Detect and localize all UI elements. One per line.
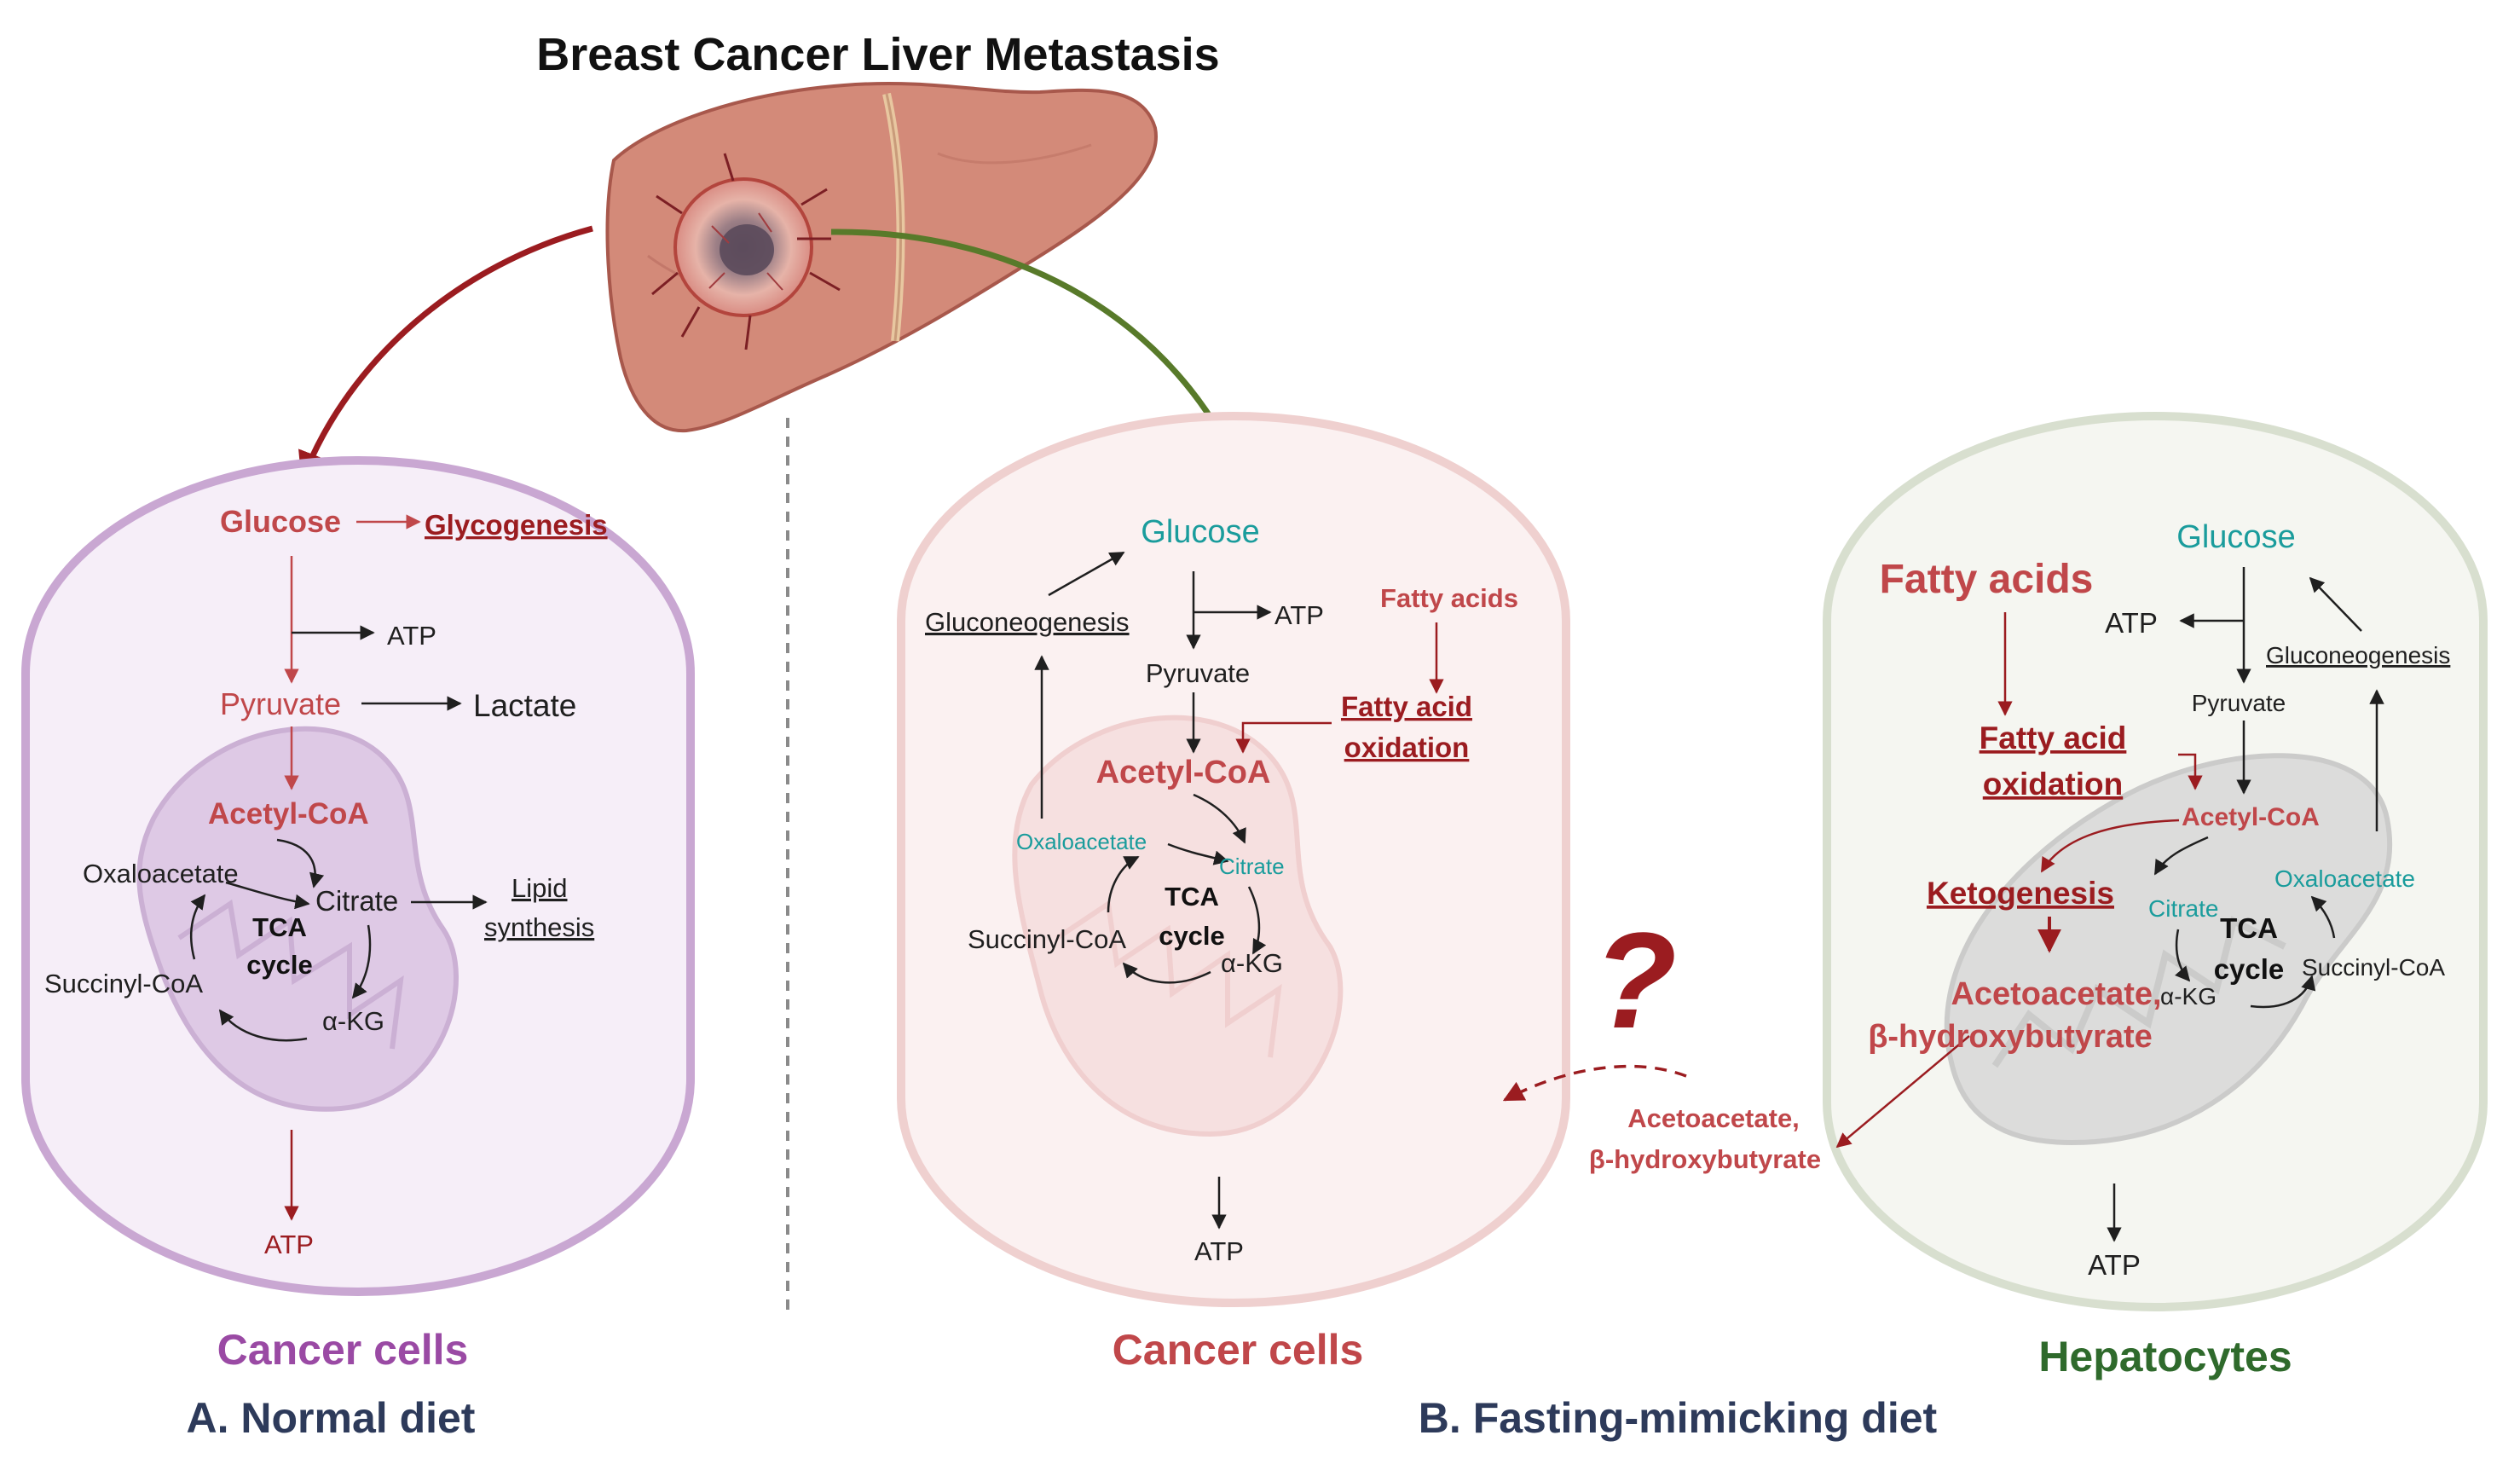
gluconeogenesis-label-h: Gluconeogenesis [2266, 642, 2450, 668]
pyruvate-label-a: Pyruvate [220, 686, 341, 721]
panel-b-cancer-pathway [1034, 551, 1444, 1230]
ketone-release-arrow [1835, 1035, 1970, 1149]
succinyl-coa-label-a: Succinyl-CoA [44, 969, 203, 998]
akg-label-h: α-KG [2160, 983, 2217, 1010]
hepatocyte-labels: Fatty acids Glucose ATP Gluconeogenesis … [1868, 519, 2450, 1281]
ketone-label-1-mid: Acetoacetate, [1627, 1103, 1800, 1133]
tca-label-a: TCA [252, 912, 307, 942]
ketone-label-1-h: Acetoacetate, [1951, 976, 2161, 1012]
cell-label-b-cancer: Cancer cells [1113, 1326, 1364, 1374]
pyruvate-label-h: Pyruvate [2192, 690, 2286, 716]
atp-top-label-b: ATP [1274, 600, 1324, 630]
mitochondrion-a [136, 726, 459, 1112]
panel-a-pathway [189, 514, 488, 1221]
fatty-acids-label-h: Fatty acids [1880, 557, 2094, 602]
atp-bottom-label-h: ATP [2088, 1249, 2141, 1281]
lactate-label-a: Lactate [473, 688, 576, 723]
succinyl-coa-label-h: Succinyl-CoA [2302, 954, 2445, 981]
glucose-label-b: Glucose [1141, 514, 1259, 550]
fao-label-2-b: oxidation [1344, 732, 1470, 763]
atp-bottom-label-b: ATP [1194, 1236, 1244, 1266]
lipid-label-a: Lipid [512, 873, 568, 903]
citrate-label-a: Citrate [315, 885, 398, 917]
citrate-label-b: Citrate [1219, 854, 1285, 879]
oxaloacetate-label-a: Oxaloacetate [83, 859, 239, 888]
ketone-label-2-mid: β-hydroxybutyrate [1589, 1144, 1821, 1174]
ketone-uptake-arrow [1502, 1064, 1687, 1102]
tca-label-h: TCA [2220, 912, 2278, 944]
fatty-acids-label-b: Fatty acids [1380, 583, 1518, 613]
fao-label-2-h: oxidation [1983, 767, 2123, 802]
cycle-label-b: cycle [1159, 921, 1225, 951]
gluconeogenesis-label-b: Gluconeogenesis [925, 607, 1130, 637]
ketone-transfer: ? Acetoacetate, β-hydroxybutyrate [1502, 904, 1970, 1174]
acetyl-coa-label-a: Acetyl-CoA [208, 797, 369, 830]
pyruvate-label-b: Pyruvate [1146, 658, 1250, 688]
akg-label-a: α-KG [322, 1006, 384, 1036]
cell-label-a: Cancer cells [217, 1326, 469, 1374]
panel-b-cancer-labels: Glucose Gluconeogenesis ATP Pyruvate Fat… [925, 514, 1518, 1266]
tca-label-b: TCA [1165, 882, 1219, 912]
question-mark: ? [1593, 904, 1677, 1056]
acetyl-coa-label-h: Acetyl-CoA [2182, 803, 2320, 831]
figure-title: Breast Cancer Liver Metastasis [536, 29, 1219, 80]
panel-a-labels: Glucose Glycogenesis ATP Pyruvate Lactat… [44, 504, 608, 1259]
cycle-label-a: cycle [246, 950, 313, 980]
section-label-b: B. Fasting-mimicking diet [1419, 1394, 1938, 1442]
oxaloacetate-label-b: Oxaloacetate [1016, 829, 1147, 854]
cycle-label-h: cycle [2214, 953, 2285, 985]
cell-label-b-hepatocyte: Hepatocytes [2038, 1333, 2292, 1380]
citrate-label-h: Citrate [2148, 895, 2218, 922]
ketogenesis-label-h: Ketogenesis [1927, 876, 2114, 911]
section-label-a: A. Normal diet [187, 1394, 476, 1442]
atp-top-label-a: ATP [387, 621, 436, 651]
succinyl-coa-label-b: Succinyl-CoA [968, 924, 1126, 954]
acetyl-coa-label-b: Acetyl-CoA [1096, 755, 1271, 790]
mitochondrion-b-cancer [1012, 715, 1344, 1137]
arrow-to-normal-diet [298, 225, 593, 483]
synthesis-label-a: synthesis [484, 912, 594, 942]
glucose-label-h: Glucose [2176, 519, 2295, 555]
tumor-icon [651, 153, 841, 350]
fao-label-1-h: Fatty acid [1980, 721, 2127, 755]
glucose-label-a: Glucose [220, 504, 341, 539]
hepatocyte-pathway [1997, 567, 2384, 1242]
atp-bottom-label-a: ATP [264, 1230, 314, 1259]
fao-label-1-b: Fatty acid [1341, 691, 1472, 722]
ketone-label-2-h: β-hydroxybutyrate [1868, 1019, 2153, 1055]
atp-top-label-h: ATP [2105, 607, 2158, 639]
akg-label-b: α-KG [1221, 948, 1283, 978]
oxaloacetate-label-h: Oxaloacetate [2274, 865, 2415, 892]
liver-illustration [605, 81, 1159, 433]
glycogenesis-label-a: Glycogenesis [425, 509, 608, 541]
